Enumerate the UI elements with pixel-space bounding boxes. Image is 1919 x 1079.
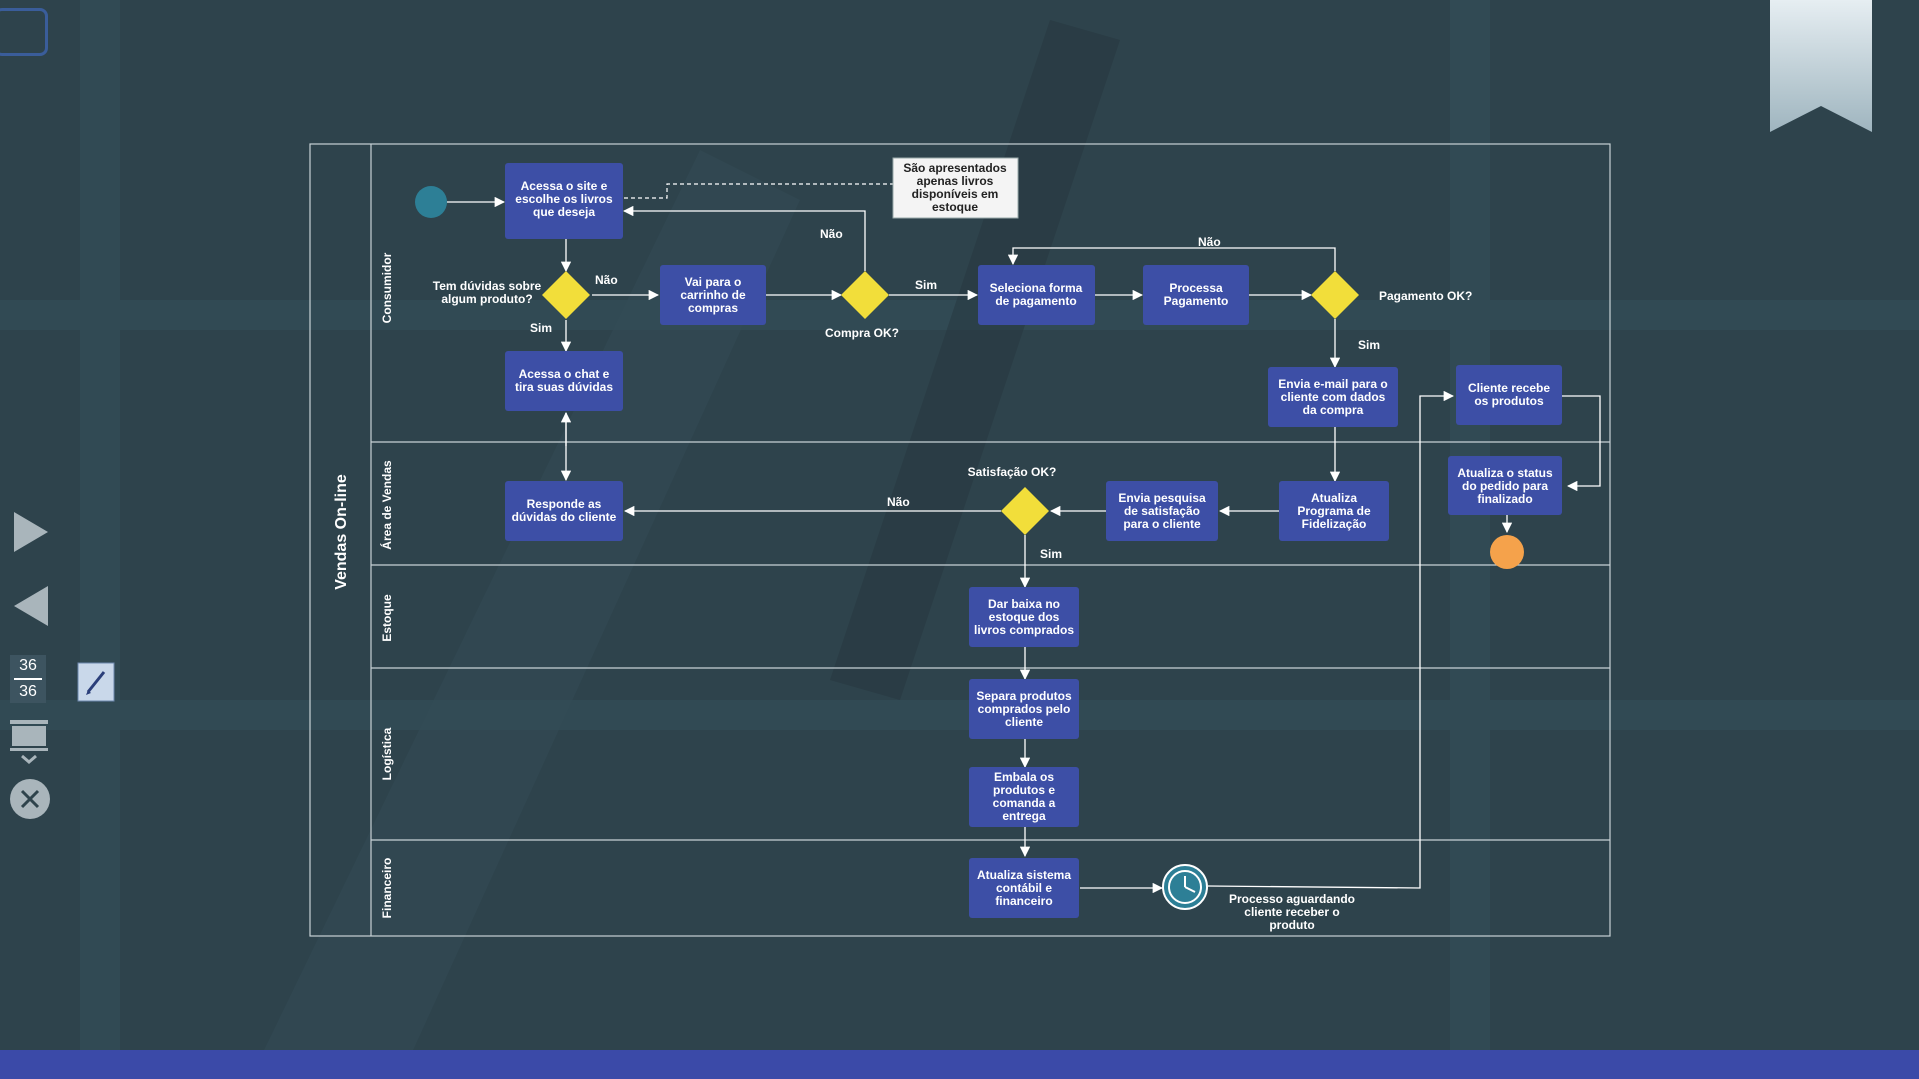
- flow-label-duvidas-nao: Não: [595, 273, 618, 287]
- gateway-satisfacao: [1001, 487, 1049, 535]
- flow-label-compra-nao: Não: [820, 227, 843, 241]
- flow-label-pagamento-nao: Não: [1198, 235, 1221, 249]
- slide-total: 36: [19, 683, 37, 700]
- lane-estoque: Estoque: [380, 594, 394, 642]
- lane-financeiro: Financeiro: [380, 858, 394, 919]
- task-acessa-site: [505, 163, 623, 239]
- gateway-compra-label: Compra OK?: [825, 326, 899, 340]
- task-envia-email: [1268, 367, 1398, 427]
- annotation-note: [892, 157, 1019, 219]
- pen-icon[interactable]: [77, 662, 115, 702]
- task-separa-produtos: [969, 679, 1079, 739]
- flow-label-pagamento-sim: Sim: [1358, 338, 1380, 352]
- flow-label-satisfacao-sim: Sim: [1040, 547, 1062, 561]
- gateway-satisfacao-label: Satisfação OK?: [968, 465, 1057, 479]
- counter-divider: [14, 678, 42, 680]
- bookmark-icon[interactable]: [1770, 0, 1872, 132]
- task-atualiza-sistema: [969, 858, 1079, 918]
- task-processa-pagamento: [1143, 265, 1249, 325]
- gateway-compra: [841, 271, 889, 319]
- end-event: [1490, 535, 1524, 569]
- task-vai-carrinho: [660, 265, 766, 325]
- flow-label-duvidas-sim: Sim: [530, 321, 552, 335]
- task-atualiza-status: [1448, 456, 1562, 515]
- start-event: [415, 186, 447, 218]
- task-embala-produtos: [969, 767, 1079, 827]
- lane-consumidor: Consumidor: [380, 252, 394, 323]
- task-envia-pesquisa: [1106, 481, 1218, 541]
- flow-label-compra-sim: Sim: [915, 278, 937, 292]
- pool-border: [309, 143, 1611, 937]
- lane-area-vendas: Área de Vendas: [379, 460, 394, 550]
- task-dar-baixa: [969, 587, 1079, 647]
- pool-title: Vendas On-line: [333, 474, 350, 590]
- flow-label-satisfacao-nao: Não: [887, 495, 910, 509]
- task-cliente-recebe: [1456, 365, 1562, 425]
- gateway-pagamento: [1311, 271, 1359, 319]
- screen-icon[interactable]: [8, 718, 50, 764]
- slide-counter: 36 36: [10, 655, 46, 703]
- bottom-bar: [0, 1050, 1919, 1079]
- task-seleciona-pagamento: [978, 265, 1095, 325]
- clock-icon: [1162, 864, 1208, 910]
- gateway-duvidas: [542, 271, 590, 319]
- lane-logistica: Logística: [380, 727, 394, 780]
- frame-button[interactable]: [0, 8, 48, 56]
- back-icon[interactable]: [10, 584, 50, 628]
- gateway-pagamento-label: Pagamento OK?: [1379, 289, 1472, 303]
- play-icon[interactable]: [10, 510, 50, 554]
- task-atualiza-fidelizacao: [1279, 481, 1389, 541]
- close-icon[interactable]: [9, 778, 51, 820]
- slide-current: 36: [19, 657, 37, 674]
- task-acessa-chat: [505, 351, 623, 411]
- task-responde-duvidas: [505, 481, 623, 541]
